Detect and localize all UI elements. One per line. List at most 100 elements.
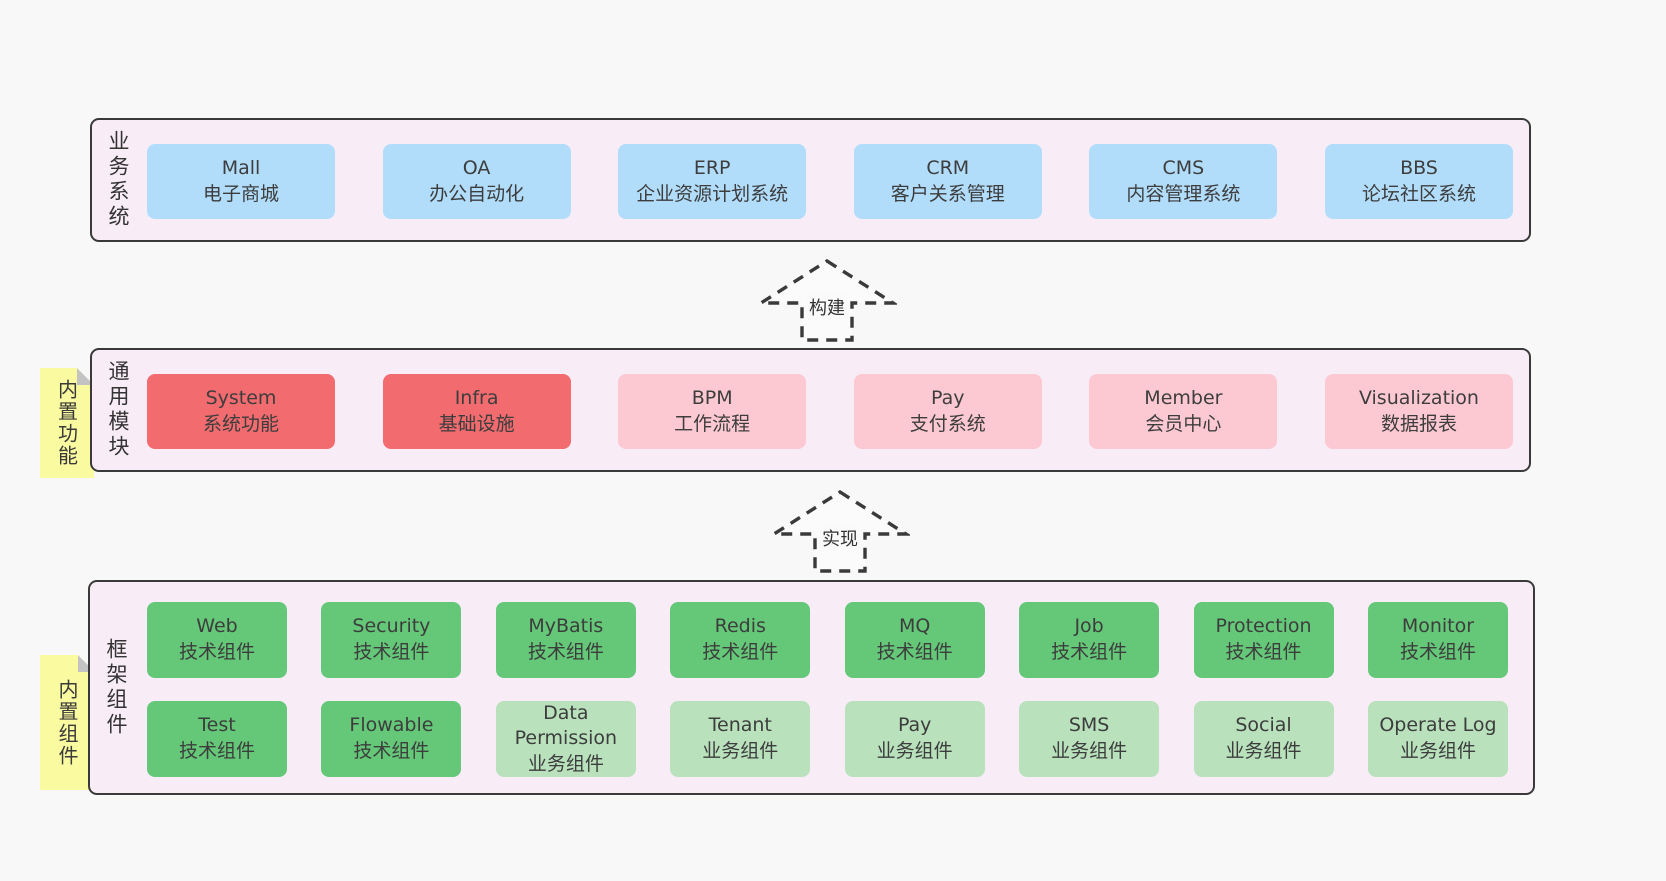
box-data-permission: Data Permission 业务组件 [495,701,636,777]
box-subtitle: 业务组件 [1051,740,1128,762]
sticky-note-text: 内置功能 [54,379,79,467]
box-oa: OA 办公自动化 [382,144,571,219]
box-web: Web 技术组件 [147,602,287,678]
box-subtitle: 数据报表 [1380,412,1457,435]
box-subtitle: 技术组件 [353,740,430,762]
box-title: Monitor [1401,615,1475,638]
box-title: Operate Log [1379,714,1497,737]
box-subtitle: 工作流程 [674,412,751,435]
box-subtitle: 电子商城 [202,182,279,205]
framework-boxes-row-1: Web 技术组件 Security 技术组件 MyBatis 技术组件 Redi… [147,602,1508,678]
box-title: BBS [1400,156,1438,179]
box-title: MQ [899,615,931,638]
box-mybatis: MyBatis 技术组件 [495,602,636,678]
box-title: Visualization [1358,386,1479,409]
box-subtitle: 技术组件 [353,641,430,663]
box-subtitle: 技术组件 [1051,641,1128,663]
framework-boxes-row-2: Test 技术组件 Flowable 技术组件 Data Permission … [147,701,1508,777]
box-tenant: Tenant 业务组件 [670,701,811,777]
box-title: MyBatis [528,615,604,638]
box-subtitle: 技术组件 [876,641,953,663]
box-security: Security 技术组件 [321,602,462,678]
band-business-systems: 业务系统 Mall 电子商城 OA 办公自动化 ERP 企业资源计划系统 CRM… [90,118,1531,242]
box-infra: Infra 基础设施 [382,374,571,449]
box-subtitle: 技术组件 [178,740,255,762]
box-title: CRM [926,156,970,179]
box-title: CMS [1162,156,1205,179]
box-visualization: Visualization 数据报表 [1324,374,1513,449]
box-operate-log: Operate Log 业务组件 [1367,701,1508,777]
arrow-build: 构建 [757,256,897,344]
box-subtitle: 论坛社区系统 [1361,182,1476,205]
box-bbs: BBS 论坛社区系统 [1324,144,1513,219]
box-system: System 系统功能 [147,374,335,449]
box-subtitle: 业务组件 [527,752,604,775]
box-bpm: BPM 工作流程 [618,374,807,449]
box-subtitle: 基础设施 [438,412,515,435]
box-title: SMS [1068,714,1110,737]
box-pay-component: Pay 业务组件 [844,701,985,777]
box-subtitle: 内容管理系统 [1126,182,1241,205]
box-sms: SMS 业务组件 [1019,701,1160,777]
box-subtitle: 技术组件 [1399,641,1476,663]
box-title: Pay [931,386,965,409]
band-framework-components: 框架组件 Web 技术组件 Security 技术组件 MyBatis 技术组件… [88,580,1535,795]
box-title: Flowable [349,714,434,737]
sticky-note-built-in-components: 内置组件 [40,655,95,790]
box-pay: Pay 支付系统 [853,374,1042,449]
box-job: Job 技术组件 [1019,602,1160,678]
box-subtitle: 技术组件 [702,641,779,663]
box-subtitle: 系统功能 [202,412,279,435]
box-title: System [205,386,277,409]
box-title: BPM [691,386,733,409]
box-member: Member 会员中心 [1089,374,1278,449]
box-subtitle: 技术组件 [527,641,604,663]
box-flowable: Flowable 技术组件 [321,701,462,777]
box-subtitle: 业务组件 [1399,740,1476,762]
box-cms: CMS 内容管理系统 [1089,144,1278,219]
box-title: Infra [454,386,499,409]
box-subtitle: 业务组件 [876,740,953,762]
box-social: Social 业务组件 [1193,701,1334,777]
sticky-note-built-in-features: 内置功能 [40,368,94,478]
arrow-implement: 实现 [770,487,910,575]
band-label-framework-components: 框架组件 [104,637,128,738]
box-title: Member [1144,386,1223,409]
box-title: Protection [1215,615,1312,638]
box-subtitle: 办公自动化 [429,182,525,205]
box-subtitle: 会员中心 [1145,412,1222,435]
box-subtitle: 支付系统 [909,412,986,435]
box-crm: CRM 客户关系管理 [853,144,1042,219]
box-title: Data Permission [514,701,618,750]
box-test: Test 技术组件 [147,701,287,777]
box-protection: Protection 技术组件 [1193,602,1334,678]
box-subtitle: 技术组件 [1225,641,1302,663]
box-title: Social [1235,714,1292,737]
business-boxes-row: Mall 电子商城 OA 办公自动化 ERP 企业资源计划系统 CRM 客户关系… [147,144,1513,219]
box-subtitle: 企业资源计划系统 [636,182,789,205]
box-title: Test [198,714,236,737]
box-title: Pay [897,714,932,737]
box-title: OA [462,156,491,179]
sticky-note-text: 内置组件 [55,678,79,767]
box-redis: Redis 技术组件 [670,602,811,678]
box-subtitle: 业务组件 [702,740,779,762]
box-title: Security [352,615,431,638]
band-label-business-systems: 业务系统 [106,130,130,230]
box-mq: MQ 技术组件 [844,602,985,678]
box-title: Redis [714,615,766,638]
box-title: Tenant [708,714,772,737]
module-boxes-row: System 系统功能 Infra 基础设施 BPM 工作流程 Pay 支付系统… [147,374,1513,449]
box-title: ERP [693,156,731,179]
band-label-common-modules: 通用模块 [106,360,130,460]
box-mall: Mall 电子商城 [147,144,335,219]
box-subtitle: 技术组件 [178,641,255,663]
arrow-build-label: 构建 [806,294,848,320]
arrow-implement-label: 实现 [819,525,861,551]
box-erp: ERP 企业资源计划系统 [618,144,807,219]
box-subtitle: 业务组件 [1225,740,1302,762]
band-common-modules: 通用模块 System 系统功能 Infra 基础设施 BPM 工作流程 Pay… [90,348,1531,472]
box-title: Mall [221,156,261,179]
box-monitor: Monitor 技术组件 [1367,602,1508,678]
